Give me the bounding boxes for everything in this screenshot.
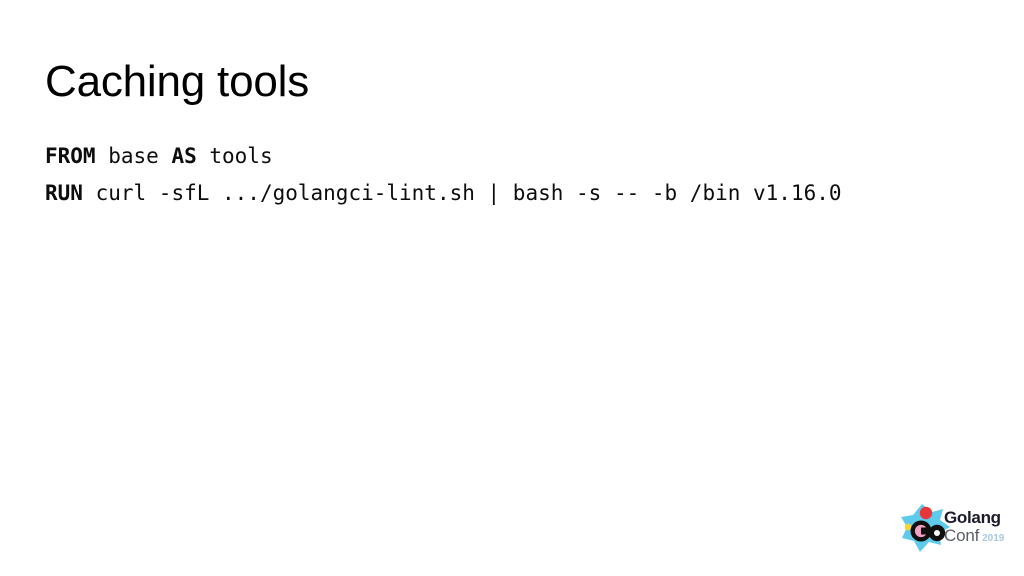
code-keyword-run: RUN — [45, 181, 83, 205]
logo-event-conf: Conf — [944, 526, 980, 545]
code-line-from: FROM base AS tools — [45, 138, 842, 175]
page-title: Caching tools — [45, 57, 309, 106]
code-block: FROM base AS tools RUN curl -sfL .../gol… — [45, 138, 842, 212]
code-arg-base: base — [95, 144, 172, 168]
code-arg-curl-command: curl -sfL .../golangci-lint.sh | bash -s… — [82, 181, 842, 205]
code-line-run: RUN curl -sfL .../golangci-lint.sh | bas… — [45, 175, 842, 212]
golangconf-logo: Golang Conf 2019 — [898, 500, 1014, 558]
logo-year: 2019 — [982, 533, 1005, 544]
code-arg-tools: tools — [196, 144, 273, 168]
golangconf-logo-text: Golang Conf 2019 — [944, 509, 1016, 553]
logo-brand-golang: Golang — [944, 508, 1001, 527]
code-keyword-as: AS — [171, 144, 197, 168]
golangconf-gopher-mark-icon — [898, 500, 954, 556]
logo-conf-row: Conf 2019 — [944, 527, 1016, 548]
code-keyword-from: FROM — [45, 144, 96, 168]
